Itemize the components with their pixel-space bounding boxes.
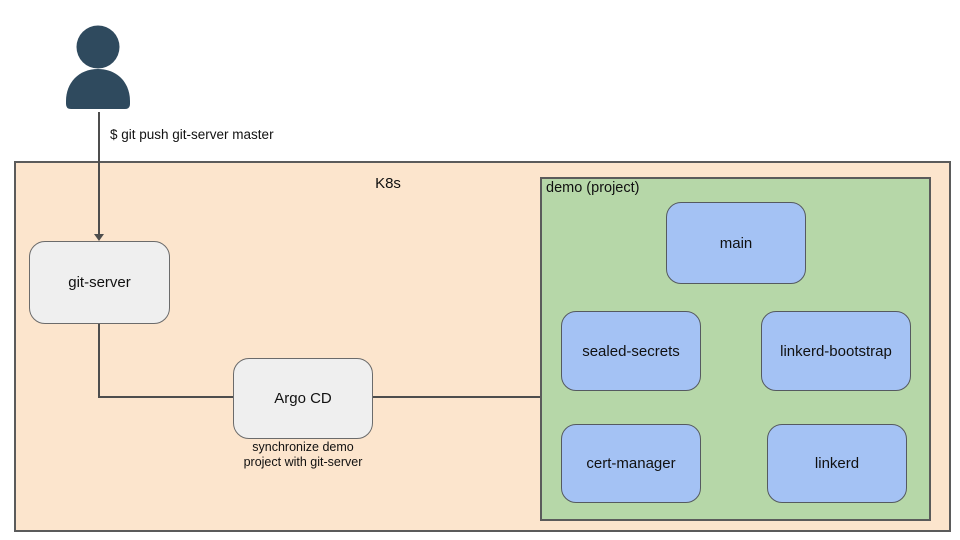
- argo-project-connector: [373, 396, 540, 398]
- app-node-linkerd-label: linkerd: [814, 455, 860, 472]
- git-server-argo-connector-vertical: [98, 324, 100, 397]
- app-node-cert-manager-label: cert-manager: [586, 455, 676, 472]
- git-server-argo-connector-horizontal: [98, 396, 234, 398]
- argo-cd-caption-line2: project with git-server: [243, 454, 363, 469]
- k8s-cluster-label: K8s: [375, 175, 401, 192]
- app-node-sealed-secrets: sealed-secrets: [561, 311, 701, 391]
- argo-cd-node-label: Argo CD: [274, 390, 332, 407]
- git-push-command-text: $ git push git-server master: [110, 127, 274, 142]
- argo-cd-caption: synchronize demo project with git-server: [221, 440, 385, 470]
- app-node-cert-manager: cert-manager: [561, 424, 701, 503]
- person-icon: [63, 25, 133, 109]
- app-node-main: main: [666, 202, 806, 284]
- argo-cd-caption-line1: synchronize demo: [252, 440, 354, 454]
- demo-project-label: demo (project): [546, 180, 640, 196]
- git-server-node-label: git-server: [68, 274, 131, 291]
- argo-cd-node: Argo CD: [233, 358, 373, 439]
- git-server-node: git-server: [29, 241, 170, 324]
- app-node-linkerd: linkerd: [767, 424, 907, 503]
- app-node-linkerd-bootstrap-label: linkerd-bootstrap: [780, 342, 892, 360]
- app-node-sealed-secrets-label: sealed-secrets: [582, 342, 680, 360]
- app-node-linkerd-bootstrap: linkerd-bootstrap: [761, 311, 911, 391]
- push-arrow-line: [98, 112, 100, 234]
- push-arrowhead-icon: [94, 234, 104, 241]
- app-node-main-label: main: [719, 234, 753, 252]
